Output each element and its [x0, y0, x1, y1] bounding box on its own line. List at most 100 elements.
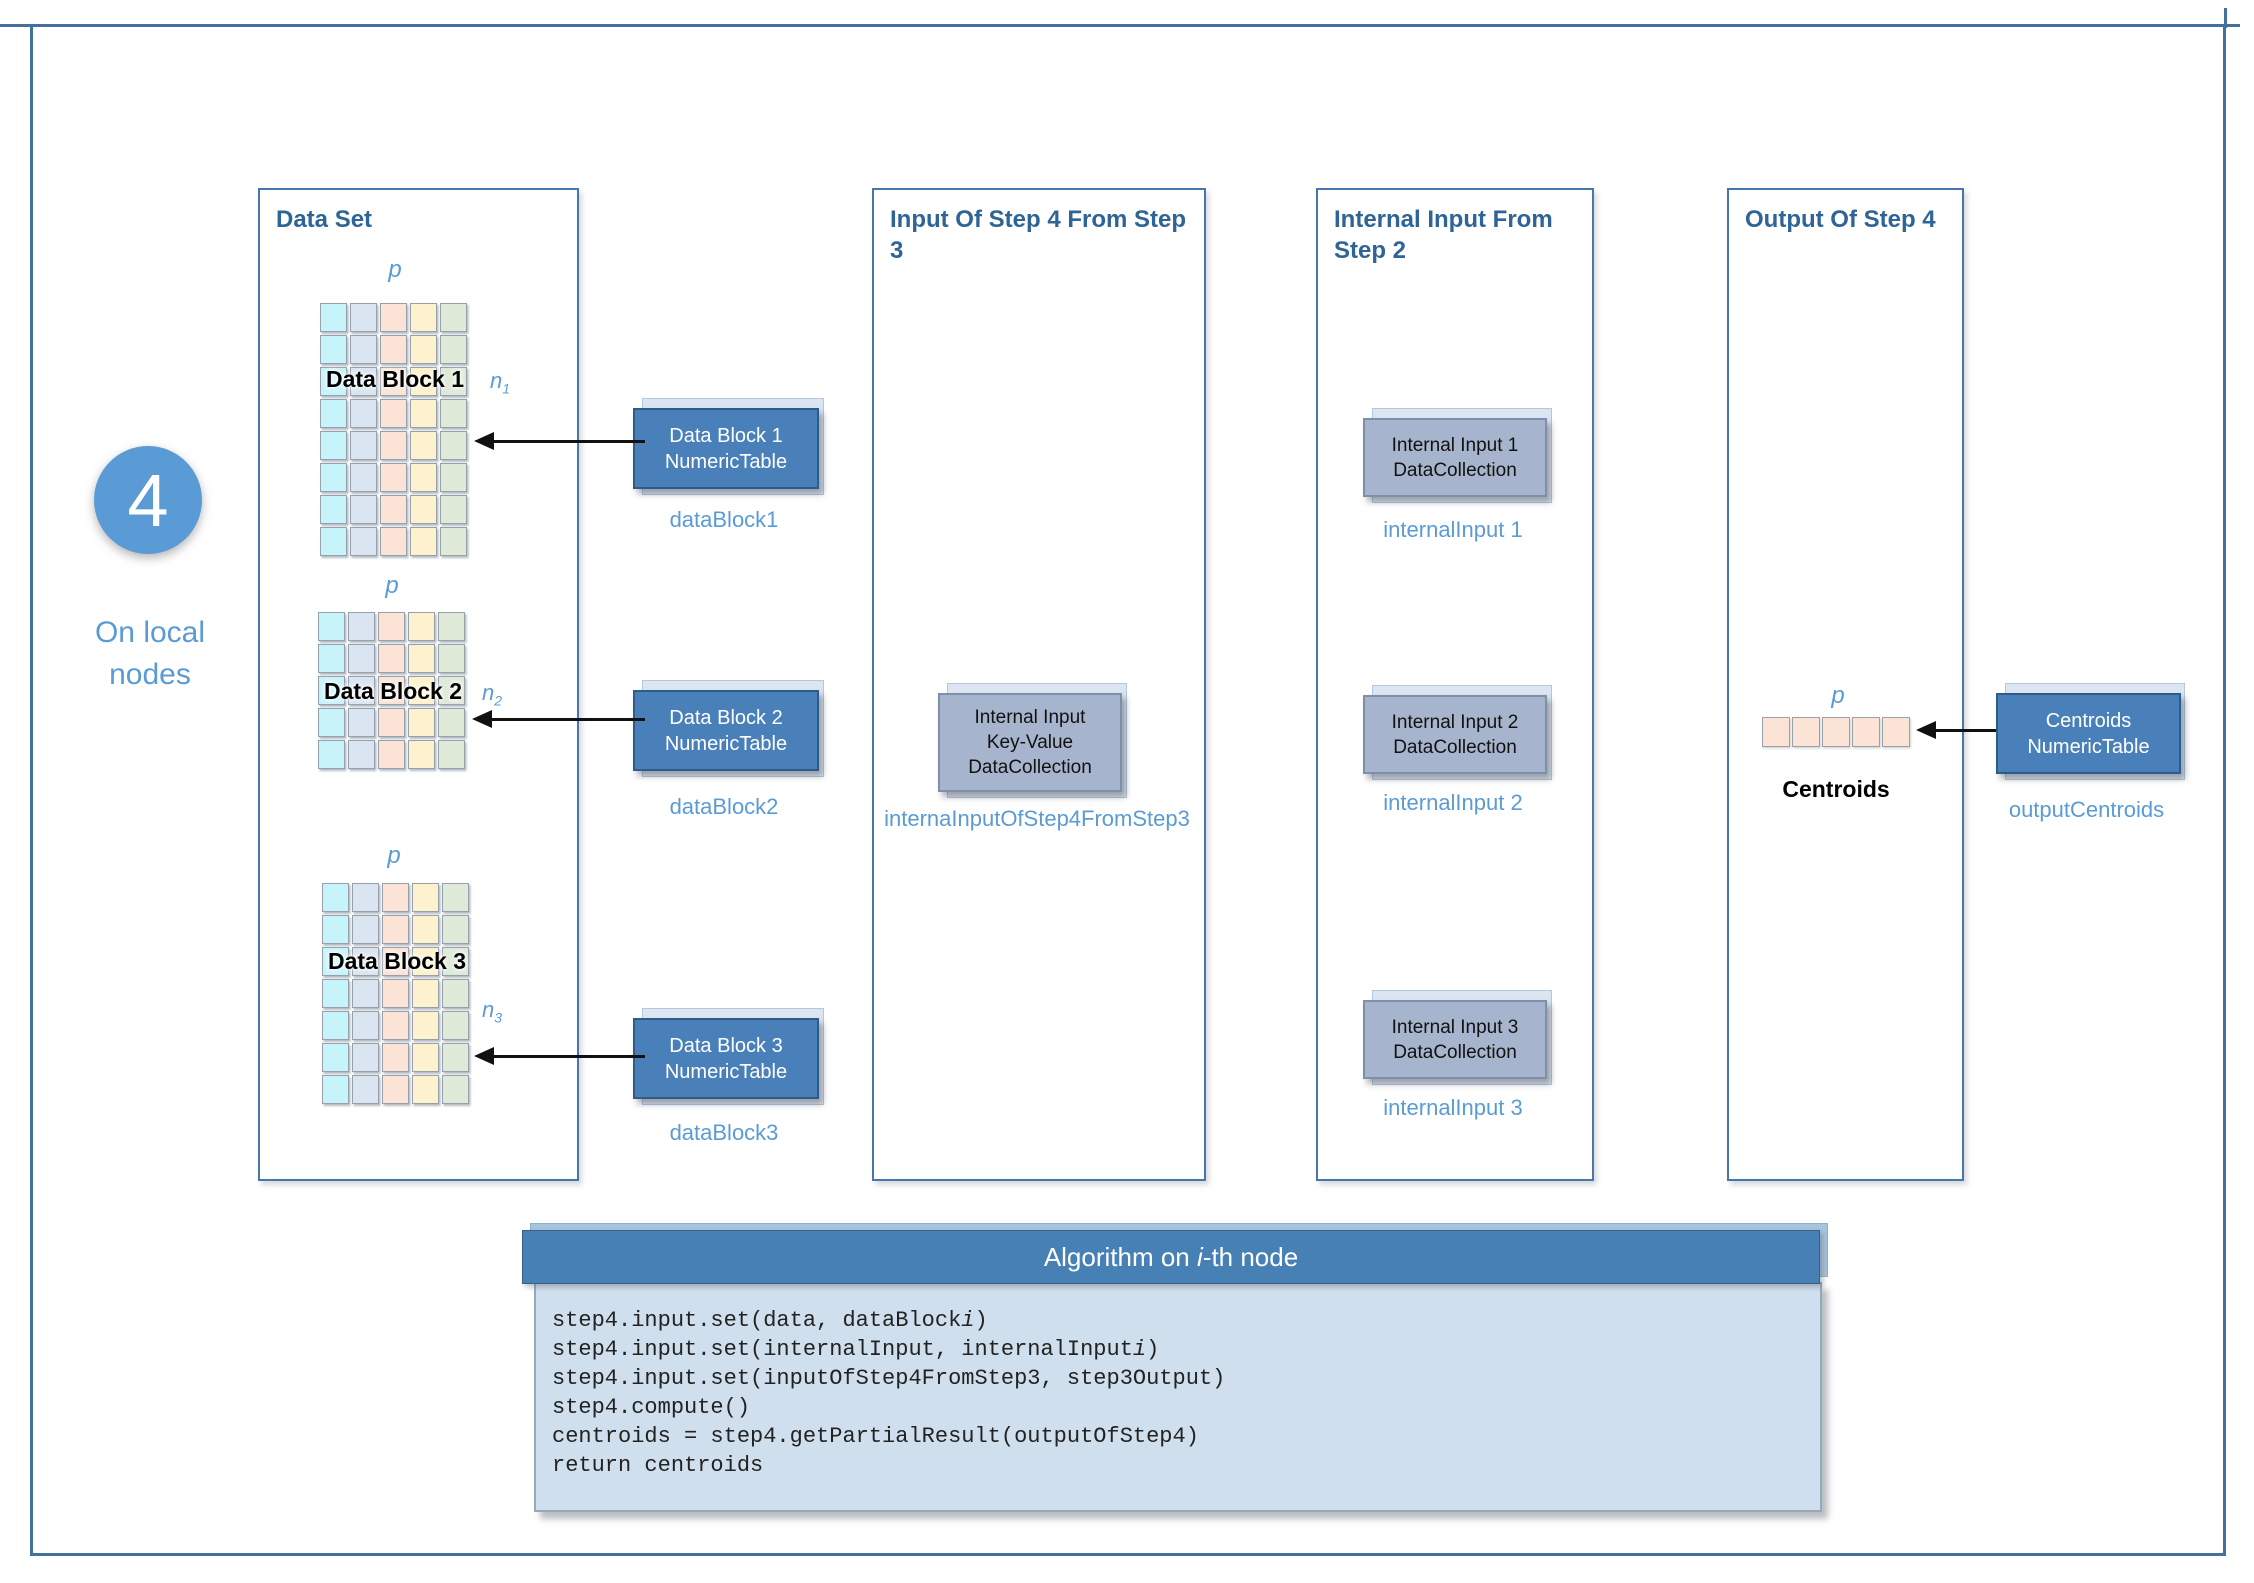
code-line: step4.input.set(data, dataBlocki): [552, 1308, 988, 1333]
grid-cell: [350, 495, 377, 524]
step-number-badge: 4: [94, 446, 202, 554]
arrow-datablock1-to-grid: [474, 432, 645, 450]
data-block-1-label: Data Block 1: [325, 366, 465, 392]
grid-cell: [440, 303, 467, 332]
grid-cell: [348, 708, 375, 737]
grid-cell: [378, 740, 405, 769]
grid-cell: [1852, 717, 1880, 747]
grid-cell: [382, 1043, 409, 1072]
grid-cell: [322, 915, 349, 944]
grid-cell: [350, 303, 377, 332]
grid-cell: [348, 676, 375, 705]
grid-cell: [408, 612, 435, 641]
grid-cell: [320, 367, 347, 396]
grid-cell: [380, 335, 407, 364]
grid-cell: [352, 947, 379, 976]
internal-input-3-caption: internalInput 3: [1383, 1095, 1523, 1120]
grid-cell: [408, 676, 435, 705]
centroids-row-grid: [1762, 717, 1910, 747]
code-line: step4.input.set(internalInput, internalI…: [552, 1337, 1160, 1362]
grid-cell: [442, 947, 469, 976]
grid-cell: [318, 612, 345, 641]
data-block-3-label: Data Block 3: [327, 948, 467, 974]
internal-input-3-box: Internal Input 3 DataCollection: [1363, 1000, 1547, 1079]
grid-cell: [438, 740, 465, 769]
grid-cell: [350, 527, 377, 556]
grid-cell: [382, 1075, 409, 1104]
data-block-3-grid: [322, 883, 469, 1104]
code-body: step4.input.set(data, dataBlocki) step4.…: [534, 1282, 1822, 1512]
grid-cell: [352, 979, 379, 1008]
grid-cell: [382, 915, 409, 944]
grid-cell: [348, 644, 375, 673]
n1-label: n1: [490, 368, 511, 397]
outer-frame: [30, 24, 2226, 1556]
data-block-2-caption: dataBlock2: [669, 794, 779, 819]
grid-cell: [412, 883, 439, 912]
grid-cell: [408, 740, 435, 769]
grid-cell: [380, 303, 407, 332]
grid-cell: [1822, 717, 1850, 747]
panel-input-from-step3: Input Of Step 4 From Step 3: [872, 188, 1206, 1181]
code-title-text: Algorithm on i-th node: [1043, 1241, 1299, 1272]
grid-cell: [382, 947, 409, 976]
internal-input-1-box: Internal Input 1 DataCollection: [1363, 418, 1547, 497]
grid-cell: [408, 644, 435, 673]
grid-cell: [438, 612, 465, 641]
data-block-2-label: Data Block 2: [323, 678, 463, 704]
grid-cell: [378, 644, 405, 673]
grid-cell: [320, 527, 347, 556]
data-block-2-numerictable-box: Data Block 2 NumericTable: [633, 690, 819, 771]
grid-cell: [440, 463, 467, 492]
arrow-centroids-to-row: [1916, 721, 1996, 739]
top-rule-right-tick: [2224, 8, 2227, 28]
grid-cell: [408, 708, 435, 737]
internal-input-1-caption: internalInput 1: [1383, 517, 1523, 542]
grid-cell: [412, 915, 439, 944]
data-block-3-numerictable-box: Data Block 3 NumericTable: [633, 1018, 819, 1099]
grid-cell: [322, 947, 349, 976]
p-dim-label-output: p: [1831, 682, 1845, 709]
panel-input-from-step3-title: Input Of Step 4 From Step 3: [890, 206, 1187, 264]
grid-cell: [352, 883, 379, 912]
grid-cell: [320, 399, 347, 428]
data-block-3-caption: dataBlock3: [669, 1120, 779, 1145]
kv-box-caption: internaInputOfStep4FromStep3: [884, 806, 1190, 831]
grid-cell: [320, 335, 347, 364]
grid-cell: [318, 644, 345, 673]
grid-cell: [1792, 717, 1820, 747]
grid-cell: [412, 1043, 439, 1072]
grid-cell: [352, 1011, 379, 1040]
internal-input-2-caption: internalInput 2: [1383, 790, 1523, 815]
grid-cell: [410, 527, 437, 556]
grid-cell: [378, 708, 405, 737]
grid-cell: [380, 463, 407, 492]
grid-cell: [410, 463, 437, 492]
panel-output-of-step4-title: Output Of Step 4: [1745, 206, 1936, 233]
grid-cell: [350, 367, 377, 396]
code-line: centroids = step4.getPartialResult(outpu…: [552, 1424, 1199, 1449]
grid-cell: [412, 1075, 439, 1104]
internal-input-kv-box: Internal Input Key-Value DataCollection: [938, 693, 1122, 792]
grid-cell: [322, 1043, 349, 1072]
n3-label: n3: [482, 997, 503, 1026]
grid-cell: [442, 915, 469, 944]
grid-cell: [440, 527, 467, 556]
grid-cell: [410, 367, 437, 396]
grid-cell: [320, 431, 347, 460]
grid-cell: [1762, 717, 1790, 747]
grid-cell: [412, 947, 439, 976]
grid-cell: [438, 708, 465, 737]
grid-cell: [442, 1043, 469, 1072]
code-line: step4.input.set(inputOfStep4FromStep3, s…: [552, 1366, 1226, 1391]
grid-cell: [350, 463, 377, 492]
grid-cell: [350, 399, 377, 428]
panel-data-set-title: Data Set: [276, 206, 373, 233]
badge-caption: On local nodes: [94, 616, 206, 691]
panel-output-of-step4: Output Of Step 4: [1727, 188, 1964, 1181]
grid-cell: [380, 431, 407, 460]
p-dim-label-block1: p: [388, 256, 402, 283]
code-line: step4.compute(): [552, 1395, 751, 1420]
data-block-1-grid: [320, 303, 467, 556]
step-number: 4: [127, 458, 169, 542]
